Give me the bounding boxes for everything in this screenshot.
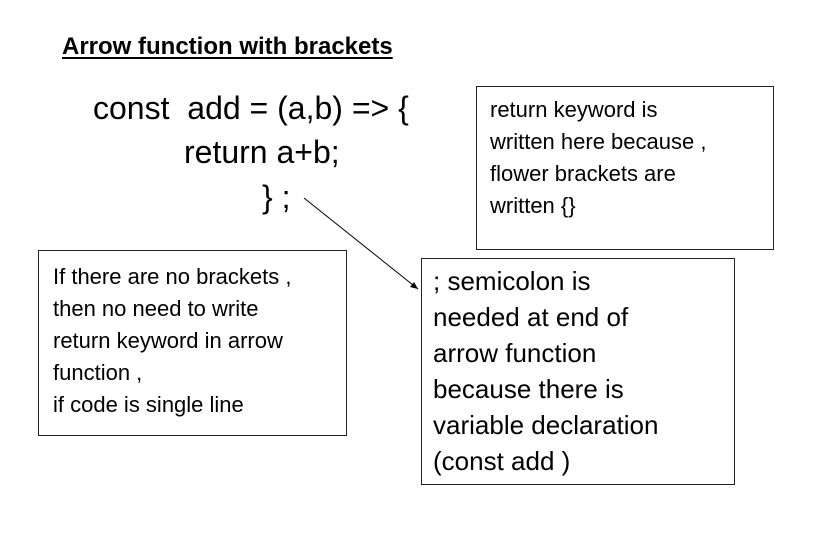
note-line: variable declaration <box>433 410 659 440</box>
semicolon-note-box: ; semicolon is needed at end of arrow fu… <box>421 258 735 485</box>
note-line: if code is single line <box>53 392 244 417</box>
note-line: ; semicolon is <box>433 266 591 296</box>
no-brackets-note-box: If there are no brackets , then no need … <box>38 250 347 436</box>
code-line-2: return a+b; <box>184 134 340 170</box>
note-line: flower brackets are <box>490 161 676 186</box>
note-line: written here because , <box>490 129 707 154</box>
code-line-1: const add = (a,b) => { <box>93 90 409 126</box>
note-line: then no need to write <box>53 296 259 321</box>
return-keyword-note-box: return keyword is written here because ,… <box>476 86 774 250</box>
note-line: (const add ) <box>433 446 571 476</box>
diagram-title: Arrow function with brackets <box>62 33 393 60</box>
note-line: return keyword in arrow <box>53 328 283 353</box>
arrow-head <box>410 282 418 289</box>
note-line: written {} <box>490 193 576 218</box>
note-line: arrow function <box>433 338 597 368</box>
code-line-3: } ; <box>262 179 291 215</box>
note-line: return keyword is <box>490 97 658 122</box>
note-line: function , <box>53 360 143 385</box>
note-line: because there is <box>433 374 624 404</box>
note-line: If there are no brackets , <box>53 264 292 289</box>
note-line: needed at end of <box>433 302 629 332</box>
